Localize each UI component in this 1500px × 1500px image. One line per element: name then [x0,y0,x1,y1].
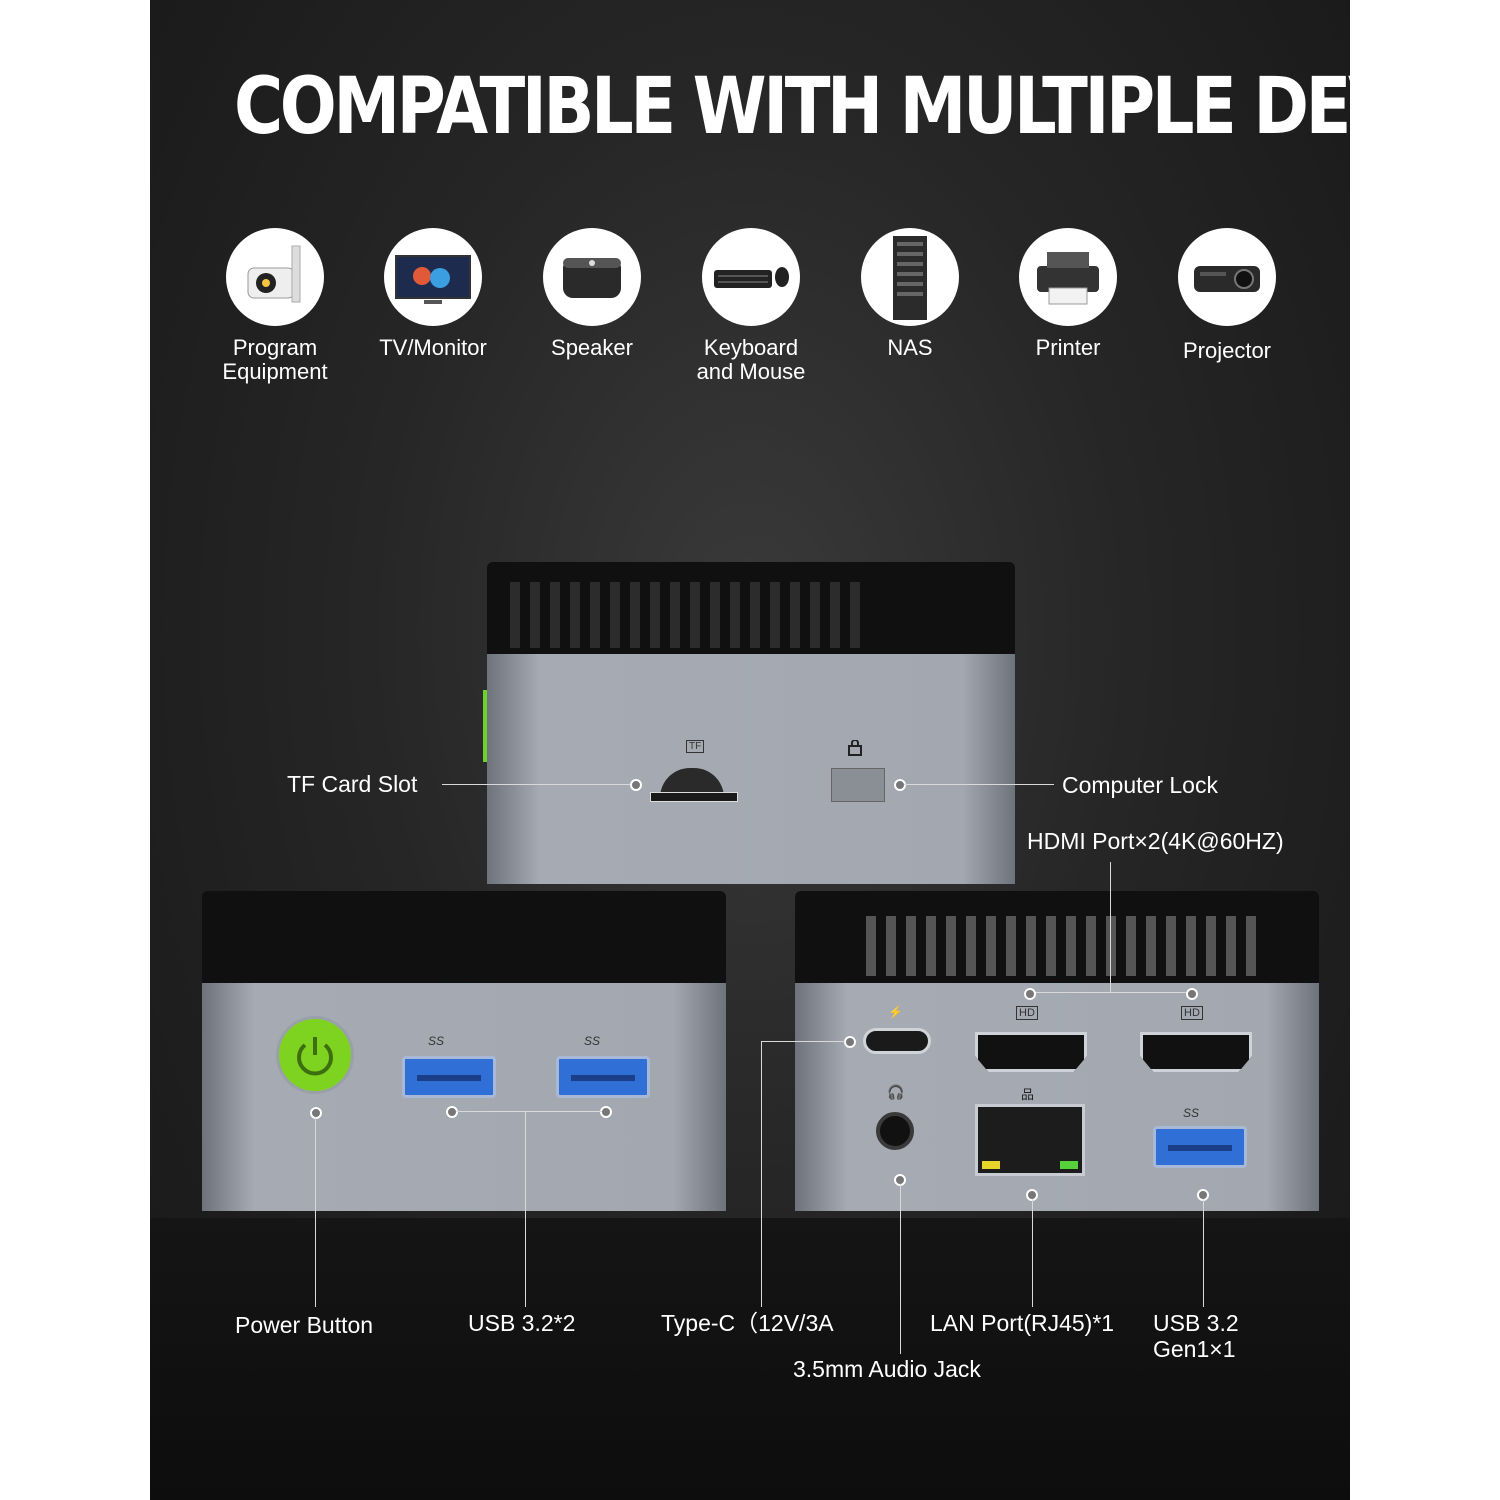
type-c-label: Type-C（12V/3A [661,1310,834,1336]
usb-port-front-1[interactable] [402,1056,496,1098]
usb-port-front-2[interactable] [556,1056,650,1098]
hdmi-label: HDMI Port×2(4K@60HZ) [1027,828,1284,854]
audio-jack[interactable] [876,1112,914,1150]
type-c-port[interactable] [863,1028,931,1054]
page-title: COMPATIBLE WITH MULTIPLE DEVICES [234,62,1350,152]
network-icon: 品 [1021,1087,1035,1102]
usb-front-label: USB 3.2*2 [468,1310,576,1336]
headphone-icon: 🎧 [887,1084,905,1100]
usb-ss-icon: SS [584,1034,601,1048]
lightning-icon: ⚡ [888,1005,903,1019]
device-keyboard-mouse: Keyboard and Mouse [686,228,816,384]
usb-rear-label: USB 3.2 Gen1×1 [1153,1310,1239,1362]
computer-lock-label: Computer Lock [1062,772,1218,798]
tv-monitor-icon [384,228,482,326]
usb-ss-icon: SS [428,1034,445,1048]
device-tv-monitor: TV/Monitor [368,228,498,360]
device-label: Projector [1182,338,1272,363]
power-led-strip [483,690,487,762]
tf-card-slot-opening [650,792,738,802]
usb-ss-icon: SS [1183,1106,1200,1120]
floor-shadow [150,1218,1350,1500]
device-program-equipment: Program Equipment [210,228,340,384]
lock-icon [848,739,862,756]
hdmi-port-1[interactable] [975,1032,1087,1072]
device-label: NAS [887,335,933,360]
hdmi-icon: HD [1016,1006,1038,1020]
lan-label: LAN Port(RJ45)*1 [930,1310,1115,1336]
tf-card-icon: TF [686,740,705,753]
device-label: Keyboard and Mouse [696,335,806,384]
keyboard-mouse-icon [702,228,800,326]
tf-card-label: TF Card Slot [287,771,418,797]
speaker-icon [543,228,641,326]
audio-jack-label: 3.5mm Audio Jack [793,1356,981,1382]
power-button-label: Power Button [235,1312,374,1338]
device-nas: NAS [845,228,975,360]
power-icon [297,1037,333,1076]
product-panel: COMPATIBLE WITH MULTIPLE DEVICES Program… [150,0,1350,1500]
device-label: TV/Monitor [379,335,487,360]
hdmi-icon: HD [1181,1006,1203,1020]
usb-port-rear[interactable] [1153,1126,1247,1168]
device-projector: Projector [1162,228,1292,363]
power-button[interactable] [276,1016,354,1094]
security-camera-icon [226,228,324,326]
device-label: Printer [1035,335,1101,360]
device-label: Program Equipment [222,335,328,384]
device-label: Speaker [551,335,633,360]
lan-port[interactable] [975,1104,1085,1176]
device-speaker: Speaker [527,228,657,360]
projector-icon [1178,228,1276,326]
nas-icon [861,228,959,326]
computer-lock-slot[interactable] [831,768,885,802]
printer-icon [1019,228,1117,326]
device-printer: Printer [1003,228,1133,360]
hdmi-port-2[interactable] [1140,1032,1252,1072]
